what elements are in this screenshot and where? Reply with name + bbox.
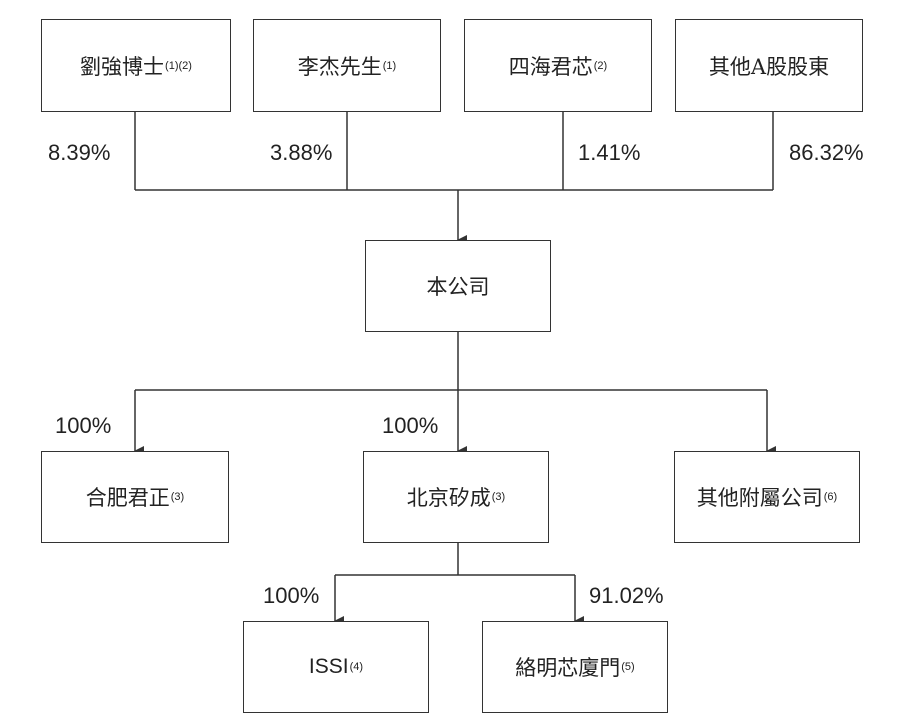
shareholder-name: 其他A股股東 [708,54,830,79]
shareholding-percent: 8.39% [48,140,111,165]
subsidiary-percent: 100% [382,413,439,438]
shareholding-percent: 86.32% [789,140,864,165]
sub-subsidiary-box-luoming-xiamen: 絡明芯廈門(5) [482,621,668,713]
footnote-marker: (5) [621,661,635,673]
subsidiary-name: 合肥君正 [85,486,170,510]
sub-subsidiary-name: 絡明芯廈門 [515,656,621,680]
shareholder-box-li-jie: 李杰先生(1) [253,19,441,112]
shareholder-box-liu-qiang: 劉強博士(1)(2) [41,19,231,112]
subsidiary-box-beijing-xicheng: 北京矽成(3) [363,451,549,543]
sub-subsidiary-percent: 100% [263,583,320,608]
subsidiary-name: 北京矽成 [406,486,491,510]
subsidiary-name: 其他附屬公司 [696,486,823,510]
sub-subsidiary-percent: 91.02% [589,583,664,608]
shareholder-box-other-a-share: 其他A股股東 [675,19,863,112]
shareholder-name: 李杰先生 [297,54,382,79]
shareholding-percent: 1.41% [578,140,641,165]
shareholder-name: 四海君芯 [508,54,593,79]
footnote-marker: (2) [593,59,608,72]
subsidiary-box-hefei-junzheng: 合肥君正(3) [41,451,229,543]
subsidiary-percent: 100% [55,413,112,438]
footnote-marker: (3) [170,491,185,503]
shareholder-box-sihai-junxin: 四海君芯(2) [464,19,652,112]
footnote-marker: (4) [349,661,364,673]
shareholding-percent: 3.88% [270,140,333,165]
footnote-marker: (3) [491,491,506,503]
company-box: 本公司 [365,240,551,332]
footnote-marker: (6) [823,491,838,503]
footnote-marker: (1) [382,59,397,72]
subsidiary-box-other-subsidiaries: 其他附屬公司(6) [674,451,860,543]
sub-subsidiary-box-issi: ISSI(4) [243,621,429,713]
footnote-marker: (1)(2) [165,59,192,72]
company-name: 本公司 [426,275,490,299]
sub-subsidiary-name: ISSI [308,655,349,678]
shareholder-name: 劉強博士 [80,54,165,79]
